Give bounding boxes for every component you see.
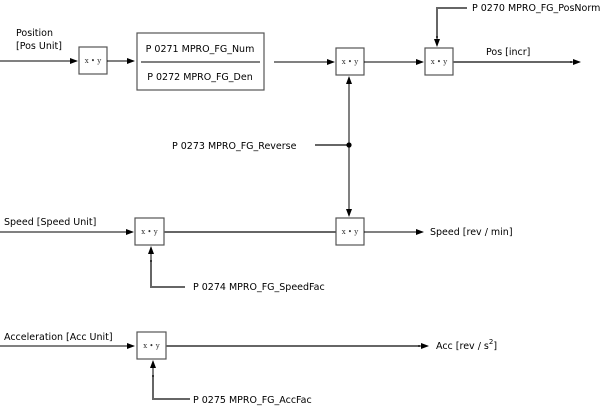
param-speedfac-label: P 0274 MPRO_FG_SpeedFac <box>193 282 325 293</box>
multiplier-label: x • y <box>342 58 359 66</box>
acc-output-suffix: ] <box>493 341 497 352</box>
param-posnorm-label: P 0270 MPRO_FG_PosNorm <box>472 3 600 14</box>
position-reverse-multiplier-block: x • y <box>335 47 365 76</box>
multiplier-label: x • y <box>431 58 448 66</box>
accfac-multiplier-block: x • y <box>136 331 167 360</box>
multiplier-label: x • y <box>342 228 359 236</box>
position-input-label-line2: [Pos Unit] <box>16 41 62 52</box>
posnorm-multiplier-block: x • y <box>424 47 454 76</box>
fraction-denominator: P 0272 MPRO_FG_Den <box>147 72 252 83</box>
accfac-param-wire <box>152 375 190 400</box>
speedfac-param-wire <box>150 260 185 288</box>
speed-reverse-multiplier-block: x • y <box>335 217 365 246</box>
fraction-block: P 0271 MPRO_FG_Num P 0272 MPRO_FG_Den <box>136 32 265 91</box>
position-output-label: Pos [incr] <box>486 47 530 58</box>
speed-input-label: Speed [Speed Unit] <box>4 217 96 228</box>
position-multiplier-block: x • y <box>78 46 108 75</box>
speedfac-multiplier-block: x • y <box>134 217 165 246</box>
multiplier-label: x • y <box>85 57 102 65</box>
speed-output-label: Speed [rev / min] <box>430 227 513 238</box>
multiplier-label: x • y <box>143 342 160 350</box>
param-reverse-label: P 0273 MPRO_FG_Reverse <box>172 141 297 152</box>
fraction-numerator: P 0271 MPRO_FG_Num <box>146 44 255 55</box>
multiplier-label: x • y <box>141 228 158 236</box>
posnorm-param-wire <box>436 7 467 38</box>
acceleration-output-label: Acc [rev / s2] <box>436 338 497 352</box>
position-input-label-line1: Position <box>16 28 53 39</box>
param-accfac-label: P 0275 MPRO_FG_AccFac <box>193 395 312 406</box>
acc-output-prefix: Acc [rev / s <box>436 341 489 352</box>
acceleration-input-label: Acceleration [Acc Unit] <box>4 332 113 343</box>
acc-output-superscript: 2 <box>489 338 493 346</box>
